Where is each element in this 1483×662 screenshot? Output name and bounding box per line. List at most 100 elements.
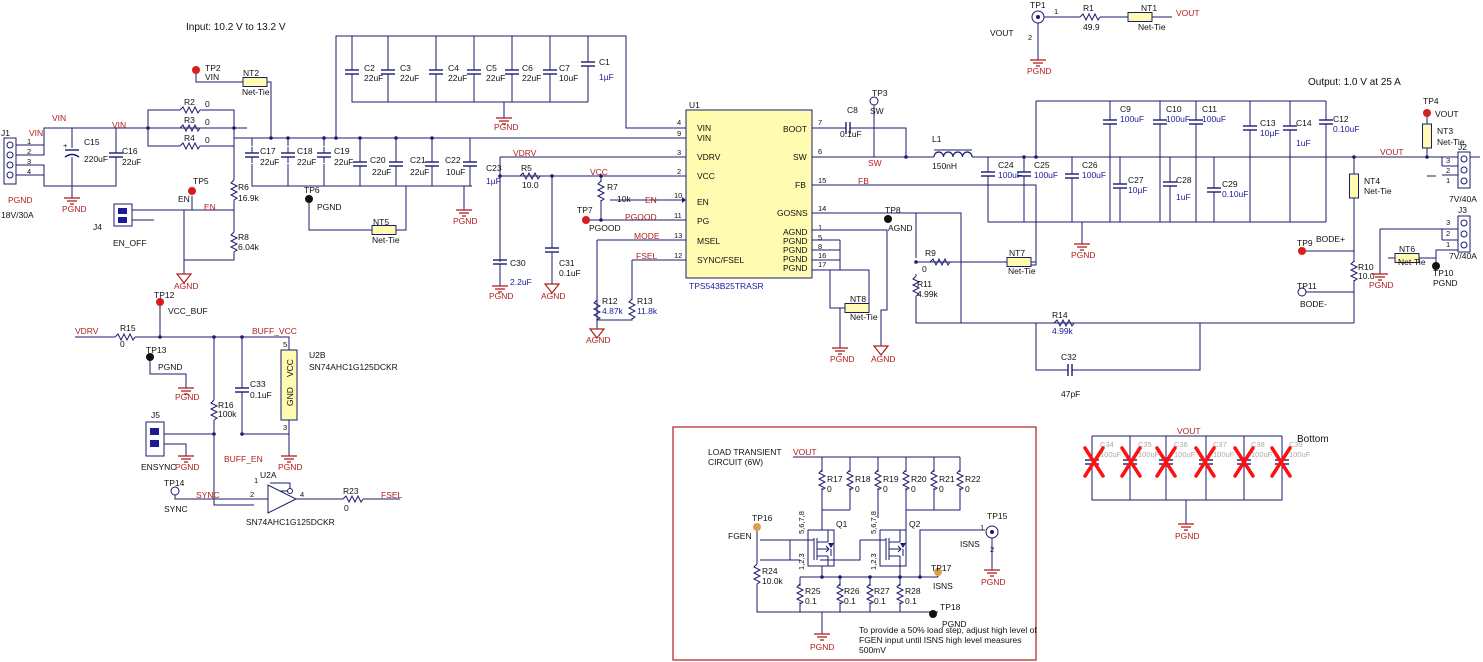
c12-value: 0.10uF bbox=[1333, 124, 1359, 134]
tp9-testpoint[interactable] bbox=[1298, 247, 1306, 255]
tp14-label: SYNC bbox=[164, 504, 188, 514]
j2-connector[interactable] bbox=[1457, 151, 1471, 189]
bottom-label: Bottom bbox=[1297, 434, 1329, 445]
r12-ref: R12 bbox=[602, 296, 618, 306]
dnp-vout: VOUT bbox=[1177, 426, 1201, 436]
r27-ref: R27 bbox=[874, 586, 890, 596]
u1-pin13-num: 13 bbox=[674, 231, 682, 240]
nt8-agnd: AGND bbox=[871, 354, 896, 364]
u2b-body[interactable] bbox=[280, 349, 298, 421]
r7-ref: R7 bbox=[607, 182, 618, 192]
mode-net-label: MODE bbox=[634, 231, 660, 241]
c23-value: 1µF bbox=[486, 176, 501, 186]
j1-body[interactable] bbox=[3, 137, 17, 185]
u1-pgnd16-name: PGND bbox=[783, 254, 808, 264]
load-title-1: LOAD TRANSIENT bbox=[708, 447, 782, 457]
j2-pin2: 2 bbox=[1446, 166, 1450, 175]
c1-ref: C1 bbox=[599, 57, 610, 67]
u2b-pin5: 5 bbox=[283, 340, 287, 349]
c10-ref: C10 bbox=[1166, 104, 1182, 114]
r23-ref: R23 bbox=[343, 486, 359, 496]
r18-ref: R18 bbox=[855, 474, 871, 484]
c6-value: 22uF bbox=[522, 73, 541, 83]
l1-value: 150nH bbox=[932, 161, 957, 171]
c23-ref: C23 bbox=[486, 163, 502, 173]
tp11-ref: TP11 bbox=[1297, 281, 1317, 291]
u1-pin10-num: 10 bbox=[674, 191, 682, 200]
nt3-ref: NT3 bbox=[1437, 126, 1453, 136]
c13-ref: C13 bbox=[1260, 118, 1276, 128]
c31-ref: C31 bbox=[559, 258, 575, 268]
q2-body[interactable] bbox=[879, 529, 907, 567]
c32-value: 47pF bbox=[1061, 389, 1080, 399]
j5-jumper[interactable] bbox=[145, 421, 165, 457]
u1-sw-num: 6 bbox=[818, 147, 822, 156]
tp10-testpoint[interactable] bbox=[1432, 262, 1440, 270]
c30-ref: C30 bbox=[510, 258, 526, 268]
tp6-testpoint[interactable] bbox=[305, 195, 313, 203]
tp16-testpoint[interactable] bbox=[753, 523, 761, 531]
tp2-testpoint[interactable] bbox=[192, 66, 200, 74]
u1-body[interactable] bbox=[685, 109, 813, 279]
j1-ref: J1 bbox=[1, 128, 10, 138]
output-note: Output: 1.0 V at 25 A bbox=[1308, 77, 1401, 88]
j1-rating: 18V/30A bbox=[1, 210, 34, 220]
dnp-cap-c36: C36 100uF bbox=[1155, 440, 1196, 478]
c25-ref: C25 bbox=[1034, 160, 1050, 170]
tp13-testpoint[interactable] bbox=[146, 353, 154, 361]
nt4-ref: NT4 bbox=[1364, 176, 1380, 186]
r17-ref: R17 bbox=[827, 474, 843, 484]
tp5-testpoint[interactable] bbox=[188, 187, 196, 195]
tp8-testpoint[interactable] bbox=[884, 215, 892, 223]
tp14-testpoint[interactable] bbox=[170, 486, 180, 496]
nt7-ref: NT7 bbox=[1009, 248, 1025, 258]
c15-pgnd: PGND bbox=[62, 204, 87, 214]
c39-value: 100uF bbox=[1289, 450, 1311, 459]
u1-gosns-num: 14 bbox=[818, 204, 826, 213]
c17-value: 22uF bbox=[260, 157, 279, 167]
tp3-testpoint[interactable] bbox=[869, 96, 879, 106]
q1-pins-source: 1,2,3 bbox=[797, 553, 806, 570]
q1-body[interactable] bbox=[807, 529, 835, 567]
nt8-ref: NT8 bbox=[850, 294, 866, 304]
nt8-pgnd: PGND bbox=[830, 354, 855, 364]
u2a-pin2: 2 bbox=[250, 490, 254, 499]
tp8-label: AGND bbox=[888, 223, 913, 233]
tp4-testpoint[interactable] bbox=[1423, 109, 1431, 117]
c25-value: 100uF bbox=[1034, 170, 1058, 180]
r22-value: 0 bbox=[965, 484, 970, 494]
c10-value: 100uF bbox=[1166, 114, 1190, 124]
tp17-testpoint[interactable] bbox=[934, 568, 942, 576]
j2-pin3: 3 bbox=[1446, 156, 1450, 165]
c16-ref: C16 bbox=[122, 146, 138, 156]
fsel-net-label: FSEL bbox=[636, 251, 658, 261]
c34-value: 100uF bbox=[1100, 450, 1122, 459]
tp11-testpoint[interactable] bbox=[1297, 287, 1307, 297]
tp12-testpoint[interactable] bbox=[156, 298, 164, 306]
r20-value: 0 bbox=[911, 484, 916, 494]
c26-ref: C26 bbox=[1082, 160, 1098, 170]
c20-ref: C20 bbox=[370, 155, 386, 165]
nt7-label: Net-Tie bbox=[1008, 266, 1036, 276]
j1-pin4: 4 bbox=[27, 167, 31, 176]
tp7-testpoint[interactable] bbox=[582, 216, 590, 224]
u1-pin11-num: 11 bbox=[674, 211, 682, 220]
c1-value: 1µF bbox=[599, 72, 614, 82]
j1-pgnd: PGND bbox=[8, 195, 33, 205]
c28-ref: C28 bbox=[1176, 175, 1192, 185]
tp18-testpoint[interactable] bbox=[929, 610, 937, 618]
tp2-vin-section: TP2 VIN NT2 Net-Tie bbox=[192, 63, 272, 138]
vin-net-label-1: VIN bbox=[52, 113, 66, 123]
dnp-cap-c34: C34 100uF bbox=[1083, 440, 1122, 478]
c39-ref: C39 bbox=[1289, 440, 1303, 449]
j3-ref: J3 bbox=[1458, 205, 1467, 215]
r19-ref: R19 bbox=[883, 474, 899, 484]
j3-connector[interactable] bbox=[1457, 215, 1471, 253]
nt3-label: Net-Tie bbox=[1437, 137, 1465, 147]
r11-value: 4.99k bbox=[917, 289, 939, 299]
nt1-vout-net: VOUT bbox=[1176, 8, 1200, 18]
r5-ref: R5 bbox=[521, 163, 532, 173]
j5-pgnd: PGND bbox=[175, 462, 200, 472]
q2-pins-drain: 5,6,7,8 bbox=[869, 511, 878, 534]
